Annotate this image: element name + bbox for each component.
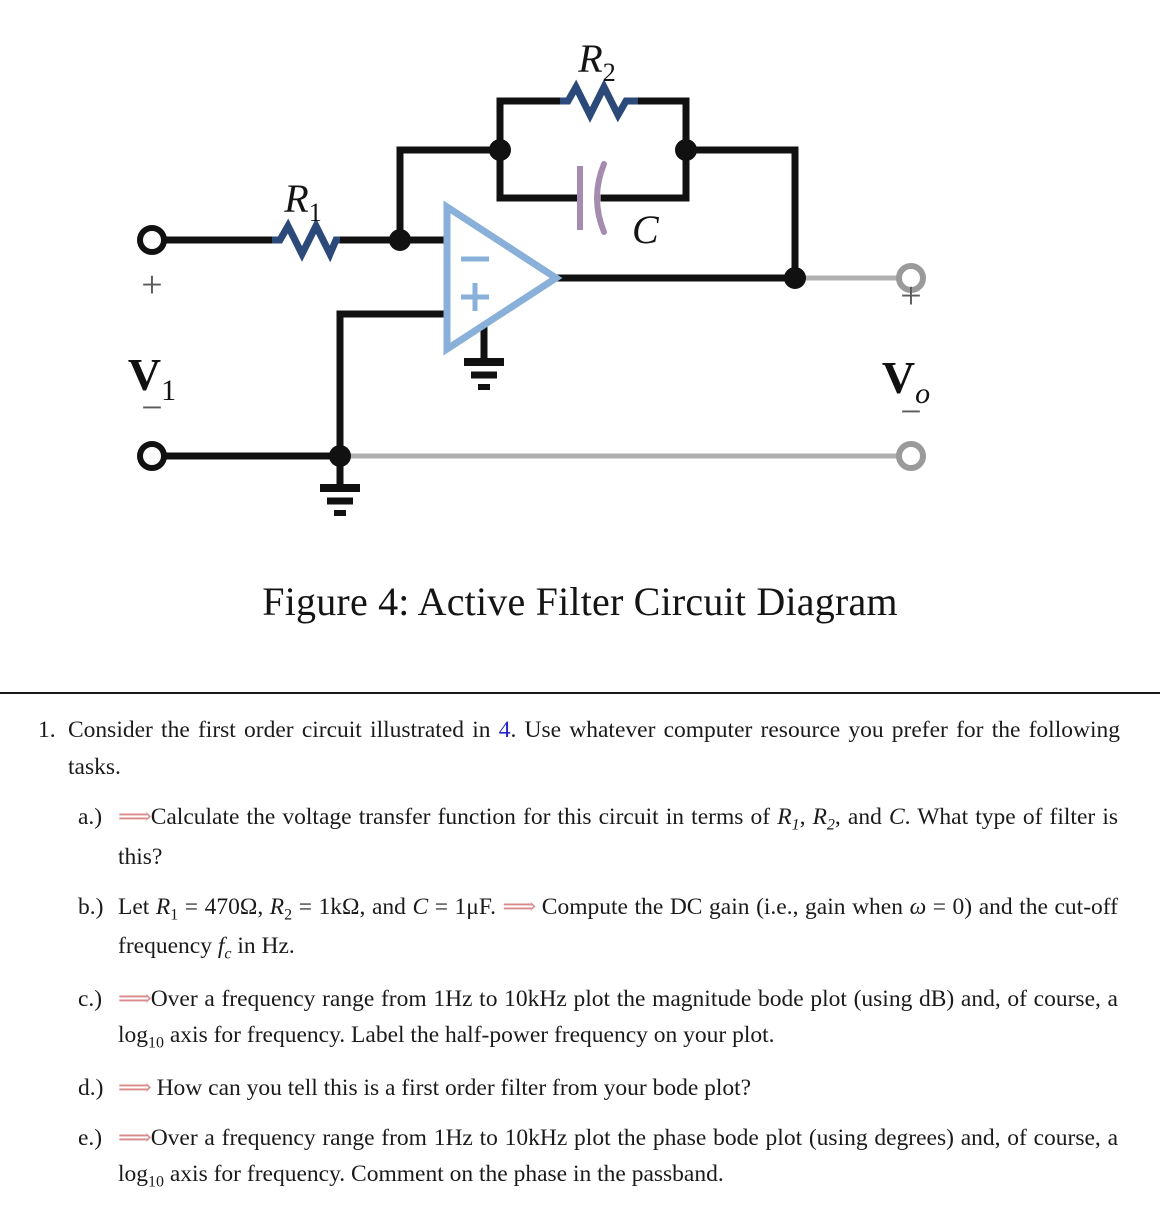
sub-b-r1-value: = 470Ω,: [178, 893, 270, 920]
sub-d-text-1: How can you tell this is a first order f…: [150, 1075, 752, 1102]
sub-e-text-1: Over a frequency range from 1Hz to 10kHz…: [118, 1124, 1118, 1188]
sub-a-text-3: , and: [834, 804, 889, 831]
sub-item-a-body: ⟹Calculate the voltage transfer function…: [118, 799, 1118, 875]
sub-b-r2-value: = 1kΩ, and: [292, 893, 413, 920]
sub-b-text-2: = 0) and the cut-off frequency: [118, 893, 1118, 960]
sub-a-var-r2: R2: [812, 804, 835, 834]
sub-item-e-body: ⟹Over a frequency range from 1Hz to 10kH…: [118, 1120, 1118, 1196]
output-minus-sign: −: [900, 391, 921, 433]
sub-b-var-c: C: [412, 893, 429, 920]
intro-text-after: . Use whatever computer resource you pre…: [68, 717, 1120, 780]
sub-item-c-body: ⟹Over a frequency range from 1Hz to 10kH…: [118, 981, 1118, 1057]
sub-item-c: c.) ⟹Over a frequency range from 1Hz to …: [78, 981, 1118, 1057]
implies-arrow-icon: ⟹: [118, 1075, 152, 1102]
problem-item-1: 1. Consider the first order circuit illu…: [38, 712, 1120, 785]
sub-b-lead: Let: [118, 893, 156, 920]
sub-item-e: e.) ⟹Over a frequency range from 1Hz to …: [78, 1120, 1118, 1196]
capacitor-c: [577, 161, 607, 235]
problem-number: 1.: [38, 717, 56, 743]
sub-a-var-c: C: [888, 804, 905, 831]
figure-reference-link[interactable]: 4: [498, 717, 511, 743]
sub-item-c-label: c.): [78, 985, 103, 1012]
opamp-noninverting-sign: [461, 283, 489, 311]
capacitor-c-label: C: [632, 207, 660, 252]
sub-b-text-3: in Hz.: [231, 933, 295, 960]
sub-item-a-label: a.): [78, 804, 103, 831]
implies-arrow-icon: ⟹: [502, 893, 537, 920]
input-terminal-negative[interactable]: [137, 441, 167, 471]
sub-a-text-2: ,: [799, 804, 813, 831]
sub-item-d-body: ⟹ How can you tell this is a first order…: [118, 1070, 1118, 1107]
node-output: [784, 267, 806, 289]
input-terminal-positive[interactable]: [137, 225, 167, 255]
problem-statement: 1. Consider the first order circuit illu…: [0, 712, 1160, 1209]
sub-c-text-1: Over a frequency range from 1Hz to 10kHz…: [118, 985, 1118, 1049]
sub-c-text-2: axis for frequency. Label the half-power…: [164, 1022, 775, 1049]
node-feedback-right: [675, 139, 697, 161]
input-minus-sign: −: [141, 387, 162, 429]
output-terminal-positive[interactable]: [896, 263, 926, 293]
junction-dots: [329, 139, 806, 467]
node-feedback-left: [489, 139, 511, 161]
sub-item-d: d.) ⟹ How can you tell this is a first o…: [78, 1070, 1118, 1107]
node-inverting-input: [389, 229, 411, 251]
input-plus-sign: +: [141, 264, 162, 306]
sub-b-text-1: Compute the DC gain (i.e., gain when: [535, 893, 910, 920]
sub-a-var-r1: R1: [777, 804, 800, 834]
output-port-wires: [340, 275, 900, 459]
sub-a-text-1: Calculate the voltage transfer function …: [150, 804, 778, 831]
resistor-r2-label: R2: [577, 36, 615, 87]
sub-b-c-value: = 1μF.: [428, 893, 503, 920]
sub-b-var-r2: R2: [269, 893, 293, 924]
input-voltage-label: V1: [128, 349, 176, 407]
resistor-r1: [272, 218, 340, 263]
resistor-r2: [560, 79, 638, 123]
figure-caption: Figure 4: Active Filter Circuit Diagram: [262, 579, 898, 624]
sub-b-var-r1: R1: [155, 893, 179, 924]
circuit-diagram-svg: R1 R2 C: [128, 36, 930, 516]
ground-symbol-opamp: [464, 358, 504, 390]
output-terminal-negative[interactable]: [896, 441, 926, 471]
output-plus-sign: +: [900, 275, 921, 317]
problem-intro: Consider the first order circuit illustr…: [68, 712, 1120, 785]
circuit-figure: R1 R2 C: [0, 0, 1160, 624]
op-amp: [443, 200, 563, 356]
sub-e-log-base: 10: [148, 1174, 164, 1192]
implies-arrow-icon: ⟹: [118, 985, 152, 1012]
sub-a-text-4: . What type of filter is this?: [118, 804, 1118, 870]
implies-arrow-icon: ⟹: [118, 1124, 152, 1151]
sub-item-b-body: Let R1 = 470Ω, R2 = 1kΩ, and C = 1μF. ⟹ …: [118, 889, 1118, 968]
implies-arrow-icon: ⟹: [118, 804, 152, 831]
sub-e-text-2: axis for frequency. Comment on the phase…: [164, 1161, 724, 1188]
intro-text-before: Consider the first order circuit illustr…: [68, 717, 499, 743]
sub-item-b: b.) Let R1 = 470Ω, R2 = 1kΩ, and C = 1μF…: [78, 889, 1118, 968]
sub-item-d-label: d.): [78, 1075, 104, 1102]
section-divider: [0, 692, 1160, 694]
problem-sublist: a.) ⟹Calculate the voltage transfer func…: [78, 799, 1118, 1196]
sub-item-a: a.) ⟹Calculate the voltage transfer func…: [78, 799, 1118, 875]
node-ground-rail: [329, 445, 351, 467]
sub-item-b-label: b.): [78, 893, 104, 920]
sub-c-log-base: 10: [148, 1035, 164, 1053]
output-voltage-label: Vo: [882, 352, 930, 410]
resistor-r1-label: R1: [283, 176, 321, 227]
sub-b-var-fc: fc: [217, 933, 232, 963]
ground-symbol-input: [320, 484, 360, 516]
sub-item-e-label: e.): [78, 1124, 103, 1151]
sub-b-omega: ω: [909, 893, 927, 920]
